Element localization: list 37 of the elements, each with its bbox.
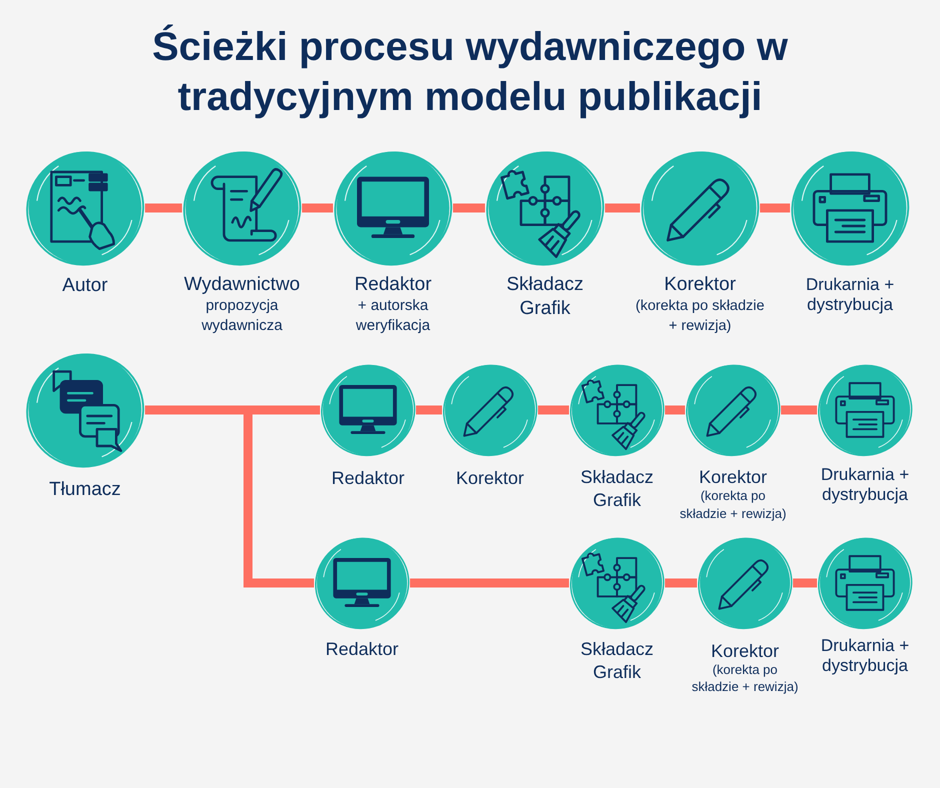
connector-line — [248, 406, 320, 414]
role-note: (korekta po składzie + rewizja) — [690, 661, 800, 695]
role-label: Drukarnia + dystrybucja — [820, 465, 910, 505]
role-label: Korektor — [663, 274, 737, 296]
connector-line — [416, 406, 442, 414]
role-label: Redaktor — [353, 274, 433, 296]
role-note: (korekta po składzie + rewizja) — [678, 487, 788, 523]
role-label: Korektor — [710, 641, 780, 661]
role-note: propozycja wydawnicza — [200, 296, 284, 336]
role-label: Składacz Grafik — [505, 273, 585, 321]
connector-line — [145, 406, 248, 414]
connector-line — [605, 204, 640, 212]
connector-line — [538, 406, 569, 414]
title: Ścieżki procesu wydawniczego w tradycyjnym modelu publikacji — [151, 24, 789, 121]
connector-line — [244, 414, 314, 588]
connector-line — [410, 578, 569, 588]
role-label: Redaktor — [330, 467, 406, 489]
role-label: Tłumacz — [48, 479, 122, 501]
connector-line — [302, 204, 333, 212]
connector-line — [781, 406, 817, 414]
role-label: Drukarnia + dystrybucja — [820, 636, 910, 676]
role-label: Redaktor — [324, 638, 400, 660]
role-label: Korektor — [454, 467, 526, 489]
connector-line — [145, 204, 182, 212]
connector-line — [665, 406, 685, 414]
role-note: + autorska weryfikacja — [354, 296, 432, 336]
role-label: Drukarnia + dystrybucja — [804, 275, 896, 315]
connector-line — [760, 204, 790, 212]
role-label: Składacz Grafik — [579, 466, 655, 512]
connector-line — [453, 204, 485, 212]
connector-line — [665, 578, 697, 588]
role-label: Autor — [61, 274, 109, 298]
connector-line — [793, 578, 817, 588]
role-label: Korektor — [698, 467, 768, 487]
role-note: (korekta po składzie + rewizja) — [634, 297, 766, 336]
role-label: Składacz Grafik — [579, 638, 655, 684]
role-label: Wydawnictwo — [183, 274, 301, 296]
